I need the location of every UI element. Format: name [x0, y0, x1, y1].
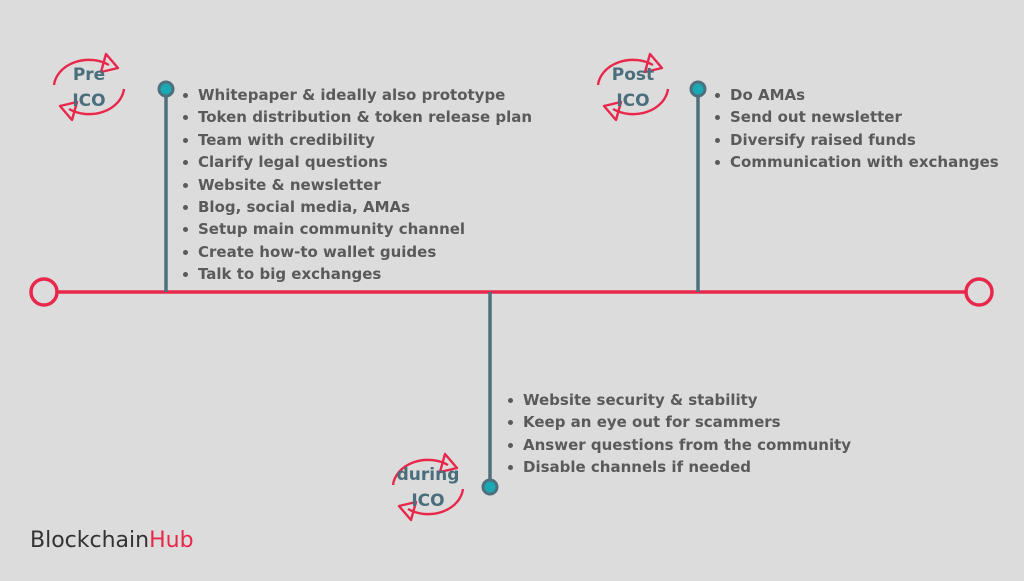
during-ico-label-line1: during — [396, 465, 460, 485]
pre-ico-task: Setup main community channel — [181, 218, 532, 240]
post-ico-node — [689, 80, 707, 98]
blockchainhub-logo: BlockchainHub — [30, 528, 194, 553]
pre-ico-task: Website & newsletter — [181, 174, 532, 196]
post-ico-label: Post ICO — [593, 62, 673, 114]
pre-ico-task: Create how-to wallet guides — [181, 241, 532, 263]
pre-ico-node — [157, 80, 175, 98]
during-ico-task-list: Website security & stability Keep an eye… — [506, 389, 851, 479]
during-ico-task: Keep an eye out for scammers — [506, 411, 851, 433]
pre-ico-label-line2: ICO — [72, 91, 106, 111]
timeline-start-node — [29, 277, 59, 307]
brand-text-hub: Hub — [149, 528, 194, 553]
during-ico-task: Website security & stability — [506, 389, 851, 411]
during-ico-label: during ICO — [388, 462, 468, 514]
pre-ico-label-line1: Pre — [72, 65, 106, 85]
pre-ico-task-list: Whitepaper & ideally also prototype Toke… — [181, 84, 532, 286]
post-ico-task: Communication with exchanges — [713, 151, 999, 173]
pre-ico-task: Whitepaper & ideally also prototype — [181, 84, 532, 106]
pre-ico-task: Clarify legal questions — [181, 151, 532, 173]
post-ico-task: Send out newsletter — [713, 106, 999, 128]
pre-ico-task: Blog, social media, AMAs — [181, 196, 532, 218]
pre-ico-label: Pre ICO — [49, 62, 129, 114]
post-ico-task: Diversify raised funds — [713, 129, 999, 151]
brand-text-blockchain: Blockchain — [30, 528, 150, 553]
pre-ico-task: Token distribution & token release plan — [181, 106, 532, 128]
post-ico-label-line2: ICO — [616, 91, 650, 111]
during-ico-task: Answer questions from the community — [506, 434, 851, 456]
pre-ico-task: Talk to big exchanges — [181, 263, 532, 285]
post-ico-task: Do AMAs — [713, 84, 999, 106]
during-ico-task: Disable channels if needed — [506, 456, 851, 478]
pre-ico-task: Team with credibility — [181, 129, 532, 151]
during-ico-node — [481, 478, 499, 496]
timeline-end-node — [964, 277, 994, 307]
post-ico-label-line1: Post — [611, 65, 655, 85]
post-ico-task-list: Do AMAs Send out newsletter Diversify ra… — [713, 84, 999, 174]
during-ico-label-line2: ICO — [411, 491, 445, 511]
